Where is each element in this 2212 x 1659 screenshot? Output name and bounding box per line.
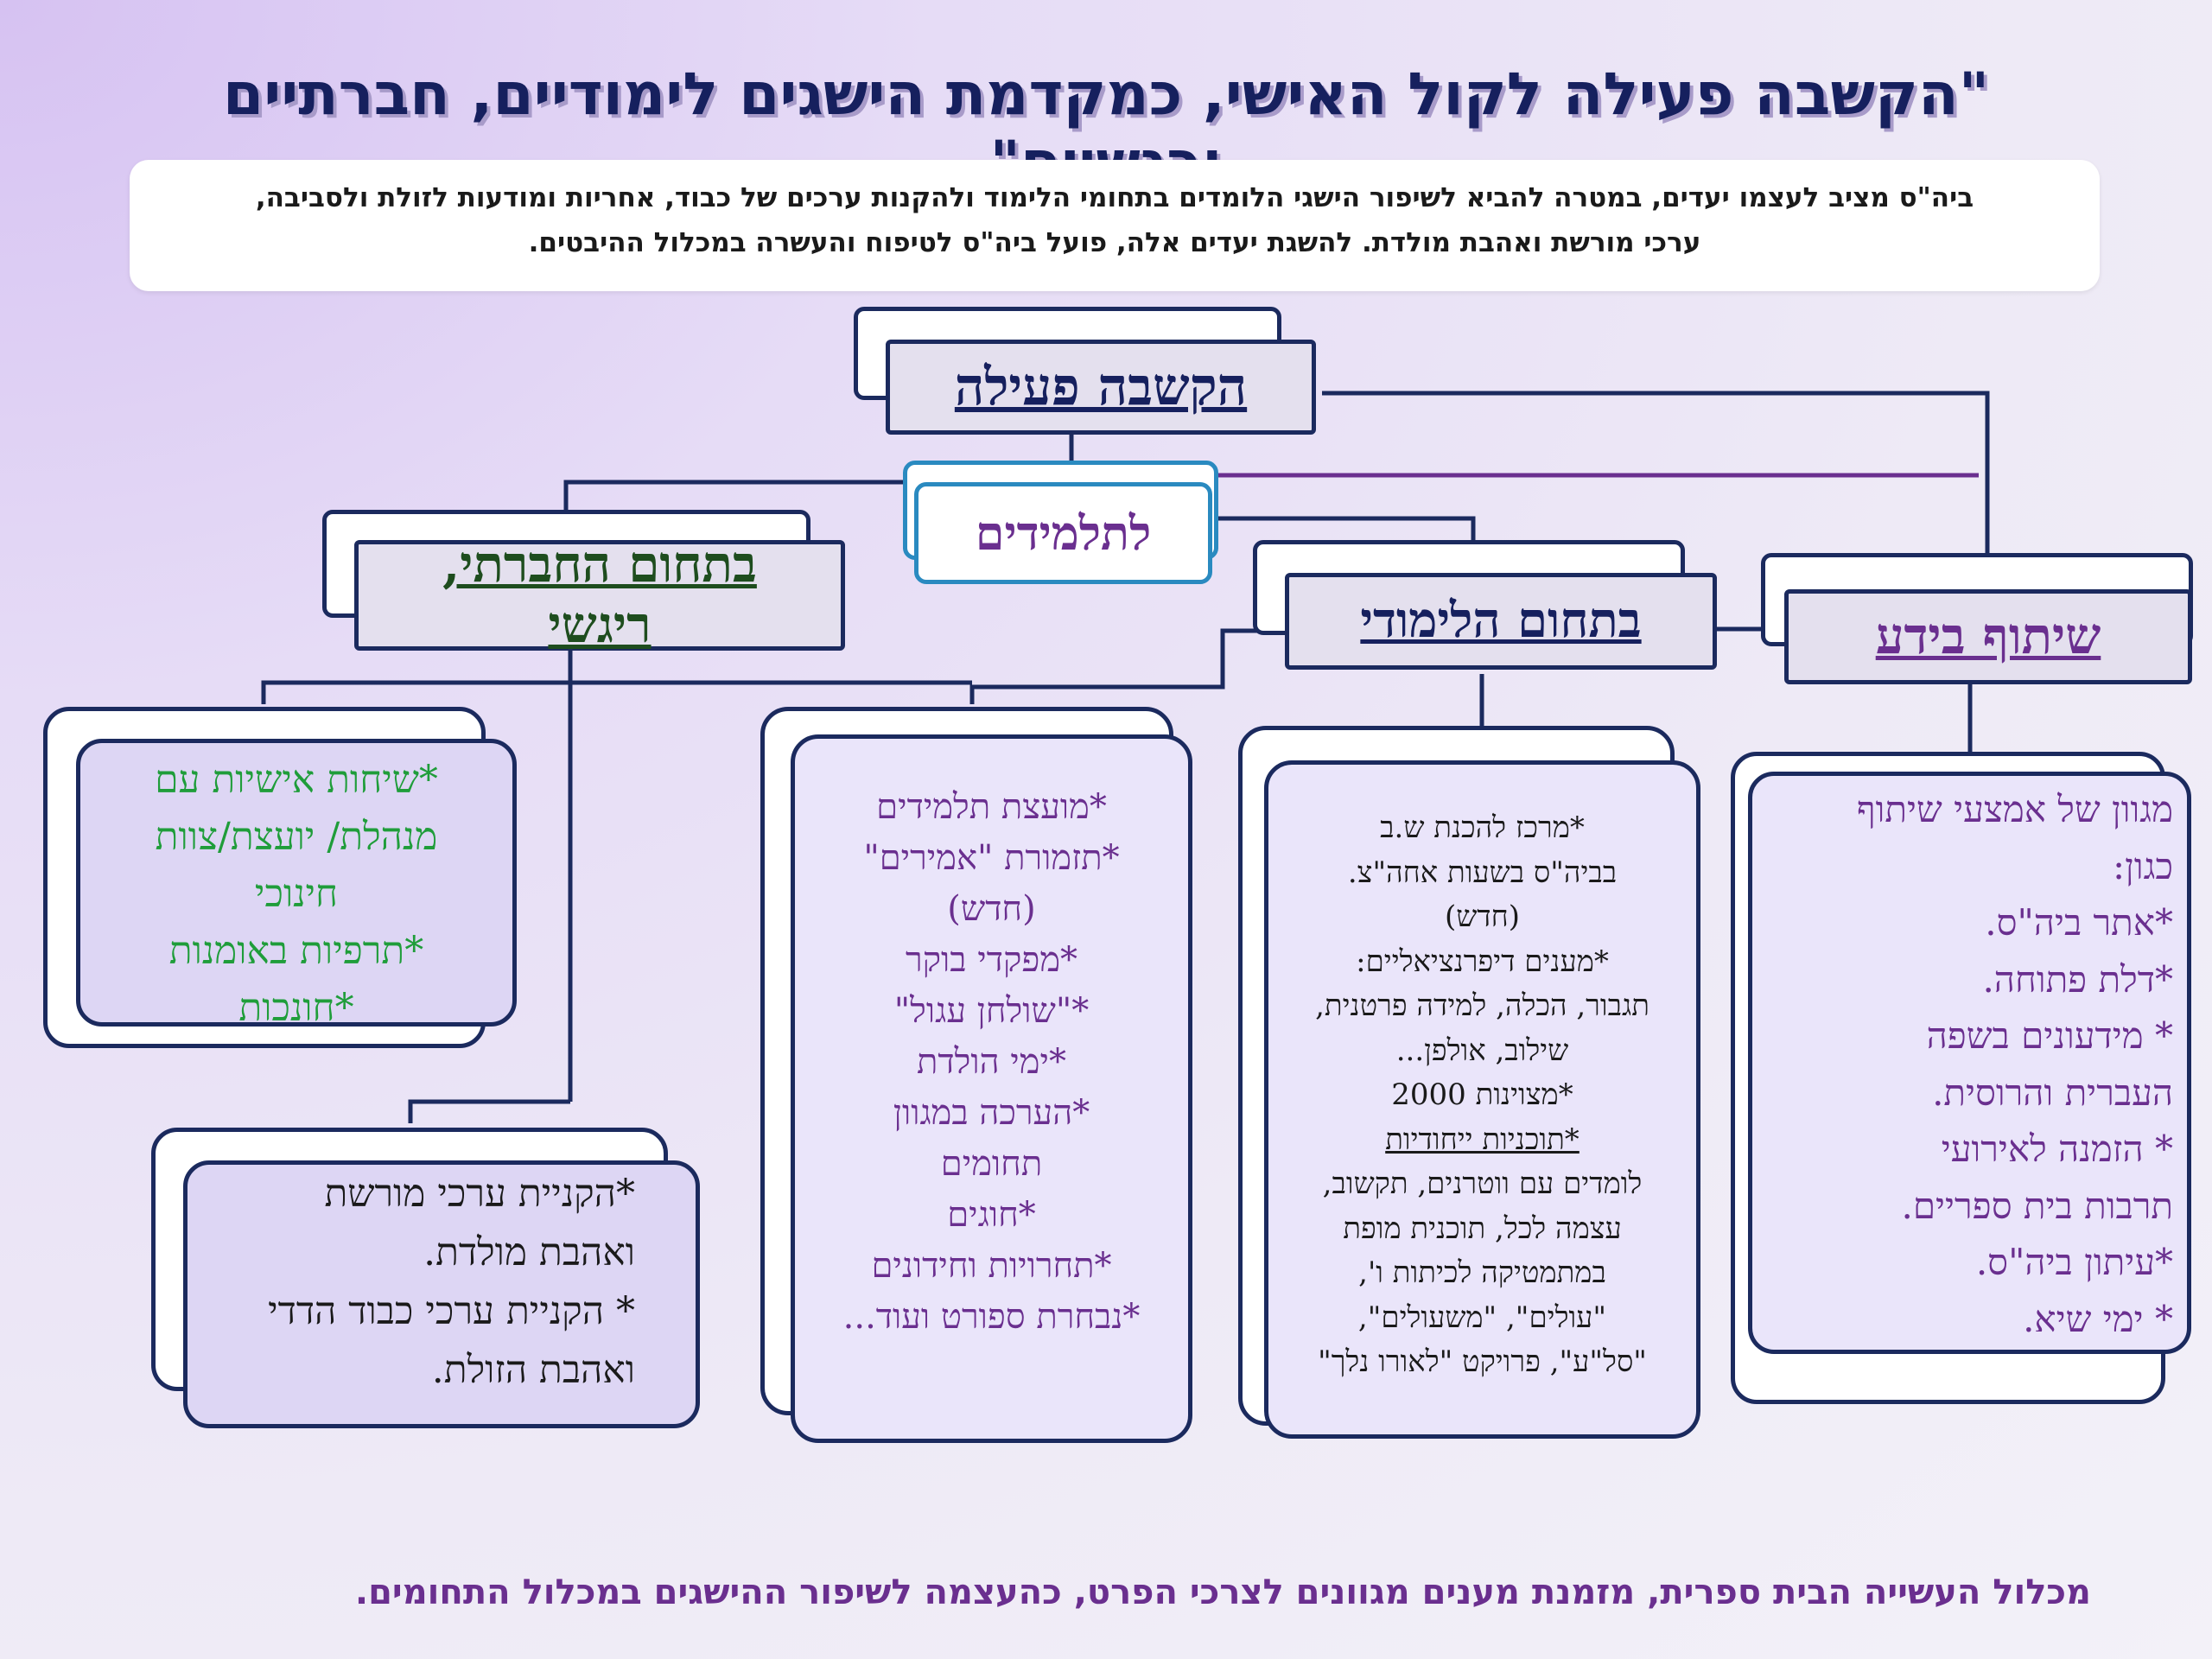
list-item: *אתר ביה"ס. bbox=[1985, 901, 2173, 944]
social-personal-list: *שיחות אישיות עם מנהלת/ יועצת/צוות חינוכי *… bbox=[80, 752, 512, 1037]
list-item: *חוגים bbox=[947, 1195, 1036, 1235]
list-item: * הקניית ערכי כבוד הדדי bbox=[268, 1289, 635, 1333]
students-node-label: לתלמידים bbox=[975, 505, 1152, 561]
list-item: * ימי שיא. bbox=[2023, 1297, 2173, 1340]
list-item: חינוכי bbox=[254, 872, 339, 916]
list-item: *תזמורת "אמירים" bbox=[863, 838, 1120, 878]
list-item: *נבחרת ספורט ועוד... bbox=[842, 1297, 1141, 1337]
list-item: תגבור, הכלה, למידה פרטנית, bbox=[1315, 988, 1649, 1023]
social-node: בתחום החברתי, ריגשי bbox=[354, 535, 845, 654]
list-item: "עולים", "משעולים", bbox=[1357, 1300, 1607, 1335]
list-item: *ימי הולדת bbox=[917, 1042, 1066, 1082]
list-item: שילוב, אולפן... bbox=[1395, 1033, 1569, 1068]
root-node: הקשבה פעילה bbox=[886, 340, 1316, 435]
list-item: במתמטיקה לכיתות ו', bbox=[1358, 1255, 1606, 1290]
list-item: *תחרויות וחידונים bbox=[871, 1246, 1112, 1286]
academic-list: *מרכז להכנת ש.ב בביה"ס בשעות אחה"צ. (חדש) *… bbox=[1268, 806, 1696, 1385]
list-item: *דלת פתוחה. bbox=[1982, 957, 2173, 1001]
sharing-box: מגוון של אמצעי שיתוף כגון: *אתר ביה"ס. *דלת… bbox=[1748, 772, 2191, 1354]
list-item: (חדש) bbox=[947, 889, 1036, 929]
heritage-list: *הקניית ערכי מורשת ואהבת מולדת. * הקניית ע… bbox=[188, 1165, 696, 1400]
list-item: העברית והרוסית. bbox=[1932, 1071, 2173, 1114]
academic-box: *מרכז להכנת ש.ב בביה"ס בשעות אחה"צ. (חדש) *… bbox=[1264, 760, 1700, 1439]
list-item: * מידעונים בשפה bbox=[1926, 1014, 2173, 1057]
list-item: *הערכה במגוון bbox=[893, 1093, 1090, 1133]
list-item: *תרפיות באומנות bbox=[168, 929, 424, 973]
list-item: *חונכות bbox=[238, 986, 354, 1030]
intro-line-1: ביה"ס מציב לעצמו יעדים, במטרה להביא לשיפ… bbox=[255, 182, 1974, 213]
social-node-label-1: בתחום החברתי, bbox=[442, 535, 757, 594]
list-item: *הקניית ערכי מורשת bbox=[324, 1172, 635, 1216]
intro-box: ביה"ס מציב לעצמו יעדים, במטרה להביא לשיפ… bbox=[130, 160, 2100, 291]
list-item: * הזמנה לאירועי bbox=[1941, 1128, 2173, 1170]
list-item: *מענים דיפרנציאליים: bbox=[1356, 944, 1609, 979]
list-item: ואהבת מולדת. bbox=[423, 1230, 635, 1274]
list-item: *שיחות אישיות עם bbox=[155, 758, 438, 802]
footer-text: מכלול העשייה הבית ספרית, מזמנת מענים מגו… bbox=[354, 1573, 2091, 1612]
sharing-list: מגוון של אמצעי שיתוף כגון: *אתר ביה"ס. *דלת… bbox=[1752, 781, 2187, 1347]
list-item: מגוון של אמצעי שיתוף bbox=[1856, 788, 2173, 830]
list-item: *עיתון ביה"ס. bbox=[1975, 1241, 2173, 1283]
social-personal-box: *שיחות אישיות עם מנהלת/ יועצת/צוות חינוכי *… bbox=[76, 739, 517, 1030]
activities-list: *מועצת תלמידים *תזמורת "אמירים" (חדש) *מפקד… bbox=[795, 782, 1188, 1343]
list-item: *"שולחן עגול" bbox=[893, 991, 1090, 1031]
list-item: *מרכז להכנת ש.ב bbox=[1380, 810, 1585, 845]
list-item: לומדים עם ווטרנים, תקשוב, bbox=[1322, 1166, 1643, 1201]
list-item: תרבות בית ספריים. bbox=[1901, 1184, 2173, 1227]
list-item: *מועצת תלמידים bbox=[876, 787, 1107, 827]
students-node: לתלמידים bbox=[914, 482, 1212, 584]
intro-line-2: ערכי מורשת ואהבת מולדת. להשגת יעדים אלה,… bbox=[528, 227, 1701, 258]
list-item: בביה"ס בשעות אחה"צ. bbox=[1347, 855, 1618, 890]
list-item: מנהלת/ יועצת/צוות bbox=[155, 815, 438, 859]
sharing-node: שיתוף בידע bbox=[1784, 589, 2192, 684]
list-item: "סל"ע", פרויקט "לאורו נלך" bbox=[1318, 1344, 1647, 1379]
heritage-box: *הקניית ערכי מורשת ואהבת מולדת. * הקניית ע… bbox=[183, 1160, 700, 1428]
list-item: ואהבת הזולת. bbox=[431, 1348, 635, 1392]
list-item: כגון: bbox=[2113, 844, 2173, 887]
list-item: עצמה לכל, תוכנית מופת bbox=[1343, 1211, 1622, 1246]
list-item-underlined: *תוכניות ייחודיות bbox=[1385, 1122, 1580, 1157]
activities-box: *מועצת תלמידים *תזמורת "אמירים" (חדש) *מפקד… bbox=[791, 734, 1192, 1443]
list-item: *מצוינות 2000 bbox=[1391, 1077, 1573, 1112]
list-item: *מפקדי בוקר bbox=[905, 940, 1078, 980]
list-item: (חדש) bbox=[1444, 899, 1521, 934]
academic-node-label: בתחום הלימודי bbox=[1360, 592, 1642, 650]
academic-node: בתחום הלימודי bbox=[1285, 573, 1717, 670]
list-item: תחומים bbox=[940, 1144, 1043, 1184]
sharing-node-label: שיתוף בידע bbox=[1875, 607, 2101, 666]
social-node-label-2: ריגשי bbox=[548, 595, 652, 654]
root-node-label: הקשבה פעילה bbox=[954, 357, 1248, 417]
